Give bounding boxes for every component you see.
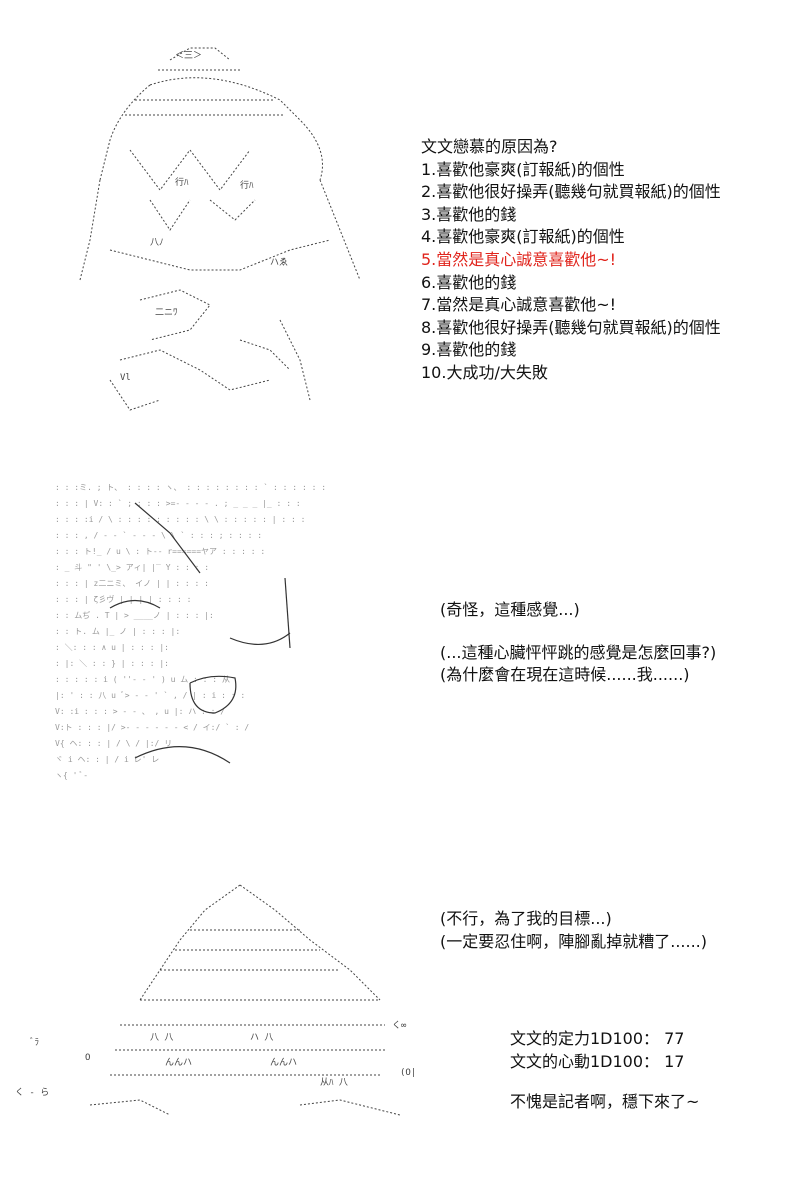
svg-text:(O|: (O| [400,1068,416,1078]
svg-text:: : : : : i ( ': : : : : : i ( ''‐ ‐ ' ) u ム : : : 从 [55,675,230,684]
svg-text:く ‐ ら: く ‐ ら [15,1087,49,1098]
svg-text:: |: ＼ : : }: : |: ＼ : : } | : : : |: [55,659,169,668]
panel1-heading: 文文戀慕的原因為? [421,137,558,156]
option-item: 4.喜歡他豪爽(訂報紙)的個性 [421,227,625,247]
monologue-line: (奇怪，這種感覺...) [440,600,580,619]
svg-text:: : : | ζ彡ヴ | |: : : : | ζ彡ヴ | | | | : : : : [55,594,191,604]
svg-text:: : : :i / \ : : : : : : :: : : : :i / \ : : : : : : : : : \ \ : : :… [55,515,305,524]
svg-text:: : : ト!_ / u \ : ト-- r=: : : : ト!_ / u \ : ト-- r======ヤア : : : : … [55,547,265,556]
ascii-art-figure-3: 八 八 ハ 八 んんハ んんハ ﾞﾗ く ‐ ら く∞ (O| O 从ﾊ 八 [15,884,416,1116]
svg-text:|: ' : : 八 u ﾞ> ‐ ‐: |: ' : : 八 u ﾞ> ‐ ‐ ' ` , / | : i : : : [55,690,245,700]
option-item: 3.喜歡他的錢 [421,204,517,224]
option-item: 10.大成功/大失敗 [421,362,548,382]
svg-text:ハゑ: ハゑ [270,257,288,268]
svg-text:V: :i : : : > ‐ ‐ 、: V: :i : : : > ‐ ‐ 、 , u |: ハ : : / [55,707,225,716]
svg-text:んんハ: んんハ [165,1057,192,1068]
panel3-text: (不行，為了我的目標...) (一定要忍住啊，陣腳亂掉就糟了......) [440,908,707,953]
reason-options-list: 1.喜歡他豪爽(訂報紙)的個性 2.喜歡他很好操弄(聽幾句就買報紙)的個性 3.… [421,159,721,385]
svg-text:んんハ: んんハ [270,1057,297,1068]
ending-line: 不愧是記者啊，穩下來了~ [510,1092,700,1112]
panel2-text: (奇怪，這種感覺...) (...這種心臟怦怦跳的感覺是怎麼回事?) (為什麼會… [440,599,716,687]
ascii-art-figure-2: : : :ミ. ; ト、 : : : : ヽ、 : : : : : : : : … [55,482,326,780]
option-item: 8.喜歡他很好操弄(聽幾句就買報紙)的個性 [421,317,721,337]
monologue-line: (...這種心臟怦怦跳的感覺是怎麼回事?) [440,642,717,662]
svg-text:V:ト : : : |/ >‐ ‐ ‐ ‐ ‐ ‐: V:ト : : : |/ >‐ ‐ ‐ ‐ ‐ ‐ < / イ:/ ` : / [55,722,249,732]
svg-text:: : : , / ‐ ‐ ` ‐ ‐ ‐: : : : , / ‐ ‐ ` ‐ ‐ ‐ \ \ ` : : : ; : : … [55,530,262,540]
svg-text:ヽ{ ' ﾞ‐: ヽ{ ' ﾞ‐ [55,771,88,780]
svg-text:Vl: Vl [120,373,131,383]
svg-text:八ﾉ: 八ﾉ [150,238,164,248]
svg-text:行ﾊ: 行ﾊ [240,179,254,191]
svg-text:: : : | z二ニミ、 イノ: : : : | z二ニミ、 イノ | | : : : : [55,579,209,588]
ascii-art-figure-1: ＜三＞ 行ﾊ 行ﾊ 八ﾉ ハゑ 二ニﾜ Vl [79,47,361,411]
option-item: 6.喜歡他的錢 [421,272,517,292]
svg-text:行ﾊ: 行ﾊ [175,176,189,188]
svg-text:ﾞﾗ: ﾞﾗ [30,1037,39,1048]
monologue-line: (一定要忍住啊，陣腳亂掉就糟了......) [440,931,708,951]
svg-text:: : ト. ム |_ ノ: : : ト. ム |_ ノ | : : : |: [55,627,180,636]
svg-text:ヾ i ヘ: : | /: ヾ i ヘ: : | / i レ' レ [55,755,159,764]
willpower-roll: 文文的定力1D100： 77 [510,1029,685,1048]
svg-text:八 八: 八 八 [150,1033,173,1043]
svg-text:: : :ミ. ; ト、 : : : : ヽ、 : : :: : : :ミ. ; ト、 : : : : ヽ、 : : : : : : : : … [55,482,326,492]
option-item-selected: 5.當然是真心誠意喜歡他~! [421,249,617,269]
panel1-text: 文文戀慕的原因為? 1.喜歡他豪爽(訂報紙)的個性 2.喜歡他很好操弄(聽幾句就… [421,136,721,385]
option-item: 1.喜歡他豪爽(訂報紙)的個性 [421,159,625,179]
svg-text:V{ ヘ: : : | /: V{ ヘ: : : | / \ / |:/ リ [55,739,172,748]
heart-roll: 文文的心動1D100： 17 [510,1051,685,1071]
svg-text:: : ムぢ . T | > _: : : ムぢ . T | > ____ノ | : : : |: [55,610,214,620]
svg-text:二ニﾜ: 二ニﾜ [155,308,178,318]
svg-text:: _ 斗 " ' \_> アィ|: : _ 斗 " ' \_> アィ| |‾ Y : : : : [55,563,209,572]
option-item: 9.喜歡他的錢 [421,340,517,360]
svg-text:从ﾊ 八: 从ﾊ 八 [320,1077,348,1088]
option-item: 7.當然是真心誠意喜歡他~! [421,295,617,315]
svg-text:: ＼: : : ∧: : ＼: : : ∧ u | : : : |: [55,643,169,652]
option-item: 2.喜歡他很好操弄(聽幾句就買報紙)的個性 [421,182,721,202]
svg-text:O: O [85,1053,90,1063]
monologue-line: (不行，為了我的目標...) [440,909,612,928]
monologue-line: (為什麼會在現在這時候......我......) [440,665,690,685]
svg-text:ハ 八: ハ 八 [250,1033,273,1043]
svg-text:＜三＞: ＜三＞ [175,51,202,61]
dice-roll-results: 文文的定力1D100： 77 文文的心動1D100： 17 不愧是記者啊，穩下來… [510,1028,699,1114]
svg-text:: : : | V: : ` ; : : : >=-: : : : | V: : ` ; : : : >=- - - - . ; _ _… [55,498,301,508]
svg-text:く∞: く∞ [392,1021,407,1031]
